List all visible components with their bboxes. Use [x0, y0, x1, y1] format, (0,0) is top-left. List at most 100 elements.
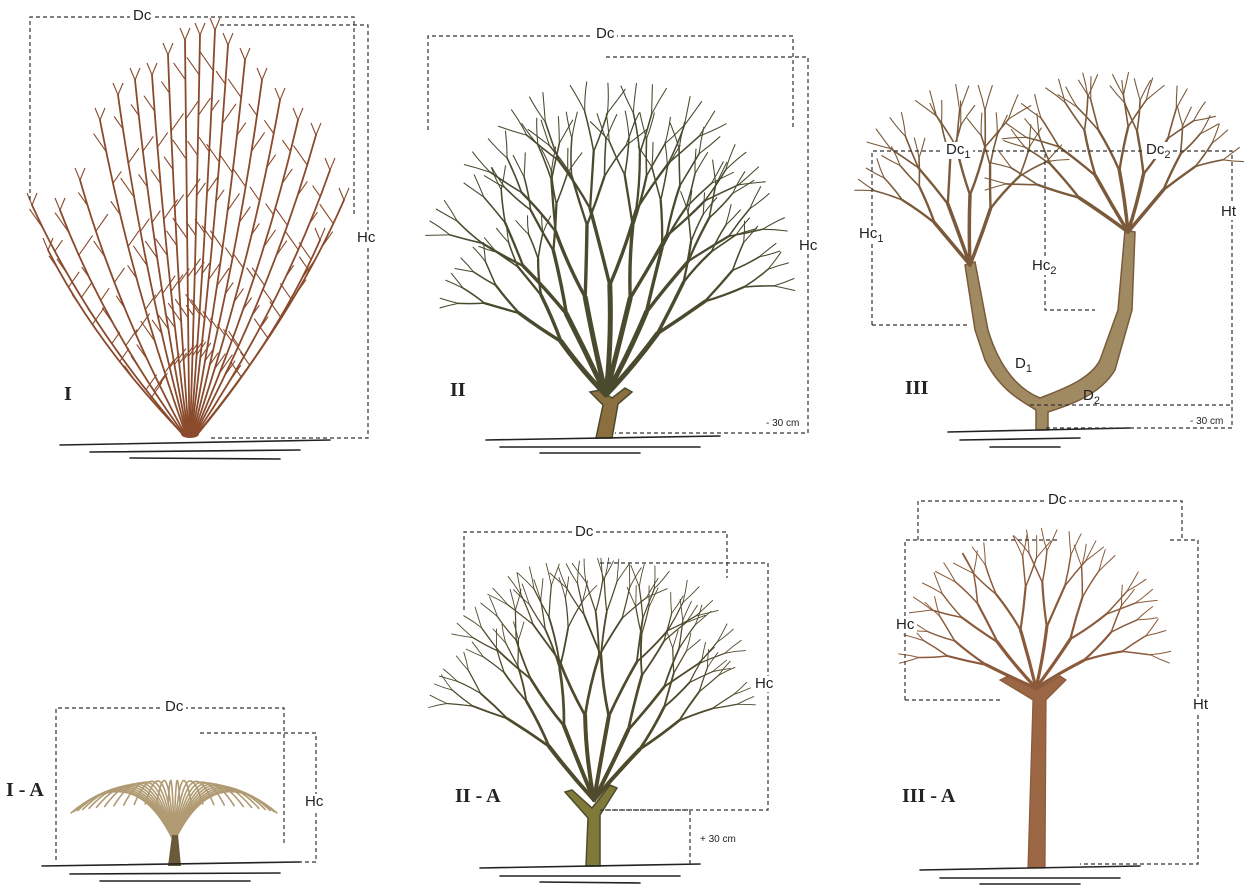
branch-segment	[608, 89, 626, 113]
fig-IIA-dc-label: Dc	[572, 524, 596, 540]
shrub-twig	[281, 284, 292, 299]
branch-segment	[956, 85, 960, 111]
fig-IIA-numeral: II - A	[455, 786, 501, 806]
fig-III-hc1-label: Hc1	[856, 226, 886, 243]
branch-segment	[1119, 127, 1128, 171]
branch-segment	[932, 610, 962, 618]
branch-segment	[1194, 116, 1216, 121]
branch-segment	[683, 587, 699, 603]
shrub-tip	[240, 48, 250, 60]
branch-segment	[1007, 184, 1038, 185]
branch-segment	[633, 84, 636, 113]
shrub-twig	[187, 58, 199, 75]
fig-IIIA-hc-label: Hc	[893, 617, 917, 633]
branch-segment	[1082, 571, 1099, 597]
fig-IIA-height-note: + 30 cm	[698, 834, 738, 845]
branch-segment	[686, 605, 698, 623]
branch-segment	[955, 582, 977, 604]
shrub-twig	[197, 183, 206, 195]
branch-segment	[1176, 86, 1177, 108]
branch-segment	[527, 216, 528, 235]
shrub-twig	[283, 141, 291, 152]
shrub-twig	[216, 72, 225, 85]
shrub-twig	[255, 346, 263, 357]
branch-segment	[473, 247, 485, 261]
branch-segment	[518, 622, 524, 640]
shrub-twig	[96, 215, 108, 232]
branch-segment	[960, 86, 969, 111]
branch-segment	[691, 214, 703, 241]
branch-segment	[918, 168, 948, 204]
branch-segment	[604, 580, 607, 612]
fig-I-numeral: I	[64, 384, 72, 404]
branch-segment	[549, 586, 551, 618]
branch-segment	[733, 682, 746, 694]
branch-segment	[1151, 651, 1171, 654]
branch-segment	[1069, 532, 1071, 555]
tree-II-drawing	[426, 82, 795, 438]
branch-segment	[985, 178, 1007, 184]
branch-segment	[654, 566, 655, 589]
branch-segment	[737, 697, 754, 705]
shrub-twig	[270, 302, 281, 318]
branch-segment	[699, 137, 720, 154]
fig-III-hc2-label: Hc2	[1029, 258, 1059, 275]
shrub-tip	[27, 193, 37, 205]
fig-III-numeral: III	[905, 378, 928, 398]
branch-segment	[538, 233, 543, 259]
branch-segment	[430, 695, 447, 703]
shrub-tip	[75, 168, 85, 180]
branch-segment	[899, 654, 919, 658]
branch-segment	[625, 111, 629, 138]
branch-segment	[1011, 168, 1037, 185]
shrub-twig	[101, 289, 109, 301]
fig-III-d1-label: D1	[1012, 356, 1035, 373]
branch-segment	[680, 154, 699, 186]
fig-IIIA-dc-label: Dc	[1045, 492, 1069, 508]
shrub-twig	[102, 308, 112, 323]
branch-segment	[1127, 579, 1146, 591]
fig-III-dc1-subscript: 1	[964, 149, 970, 161]
dimension-line	[200, 733, 316, 862]
branch-segment	[585, 111, 594, 151]
branch-segment	[997, 115, 1007, 135]
fig-III-ht-label: Ht	[1218, 204, 1239, 220]
branch-segment	[568, 602, 582, 628]
shrub-tip	[163, 43, 173, 55]
dimension-line	[905, 540, 1060, 700]
branch-segment	[695, 153, 708, 174]
branch-segment	[707, 649, 708, 667]
shrub-tip	[325, 158, 335, 170]
fig-III-dc1-label: Dc1	[943, 142, 973, 159]
branch-segment	[961, 105, 975, 125]
branch-segment	[570, 86, 585, 112]
branch-segment	[737, 704, 755, 705]
branch-segment	[1128, 100, 1146, 127]
branch-segment	[934, 573, 942, 594]
branch-segment	[625, 175, 633, 226]
branch-segment	[1074, 545, 1081, 566]
shrub-twig	[174, 63, 186, 79]
branch-segment	[970, 209, 991, 265]
branch-segment	[1029, 553, 1042, 582]
branch-segment	[571, 138, 572, 175]
shrub-twig	[114, 268, 124, 282]
branch-segment	[729, 209, 750, 236]
branch-segment	[913, 597, 931, 610]
grass-leaf	[77, 789, 174, 842]
branch-segment	[550, 573, 567, 588]
branch-segment	[1047, 586, 1065, 627]
branch-segment	[922, 583, 942, 594]
branch-segment	[608, 83, 609, 113]
branch-segment	[515, 610, 516, 640]
branch-segment	[430, 221, 450, 235]
branch-segment	[1042, 583, 1047, 627]
branch-segment	[703, 193, 704, 215]
branch-segment	[695, 149, 696, 174]
fig-IA-dc-label: Dc	[162, 699, 186, 715]
branch-segment	[744, 269, 768, 287]
dimension-line	[428, 36, 793, 130]
branch-segment	[717, 629, 733, 642]
branch-segment	[1137, 100, 1140, 131]
branch-segment	[458, 303, 484, 304]
